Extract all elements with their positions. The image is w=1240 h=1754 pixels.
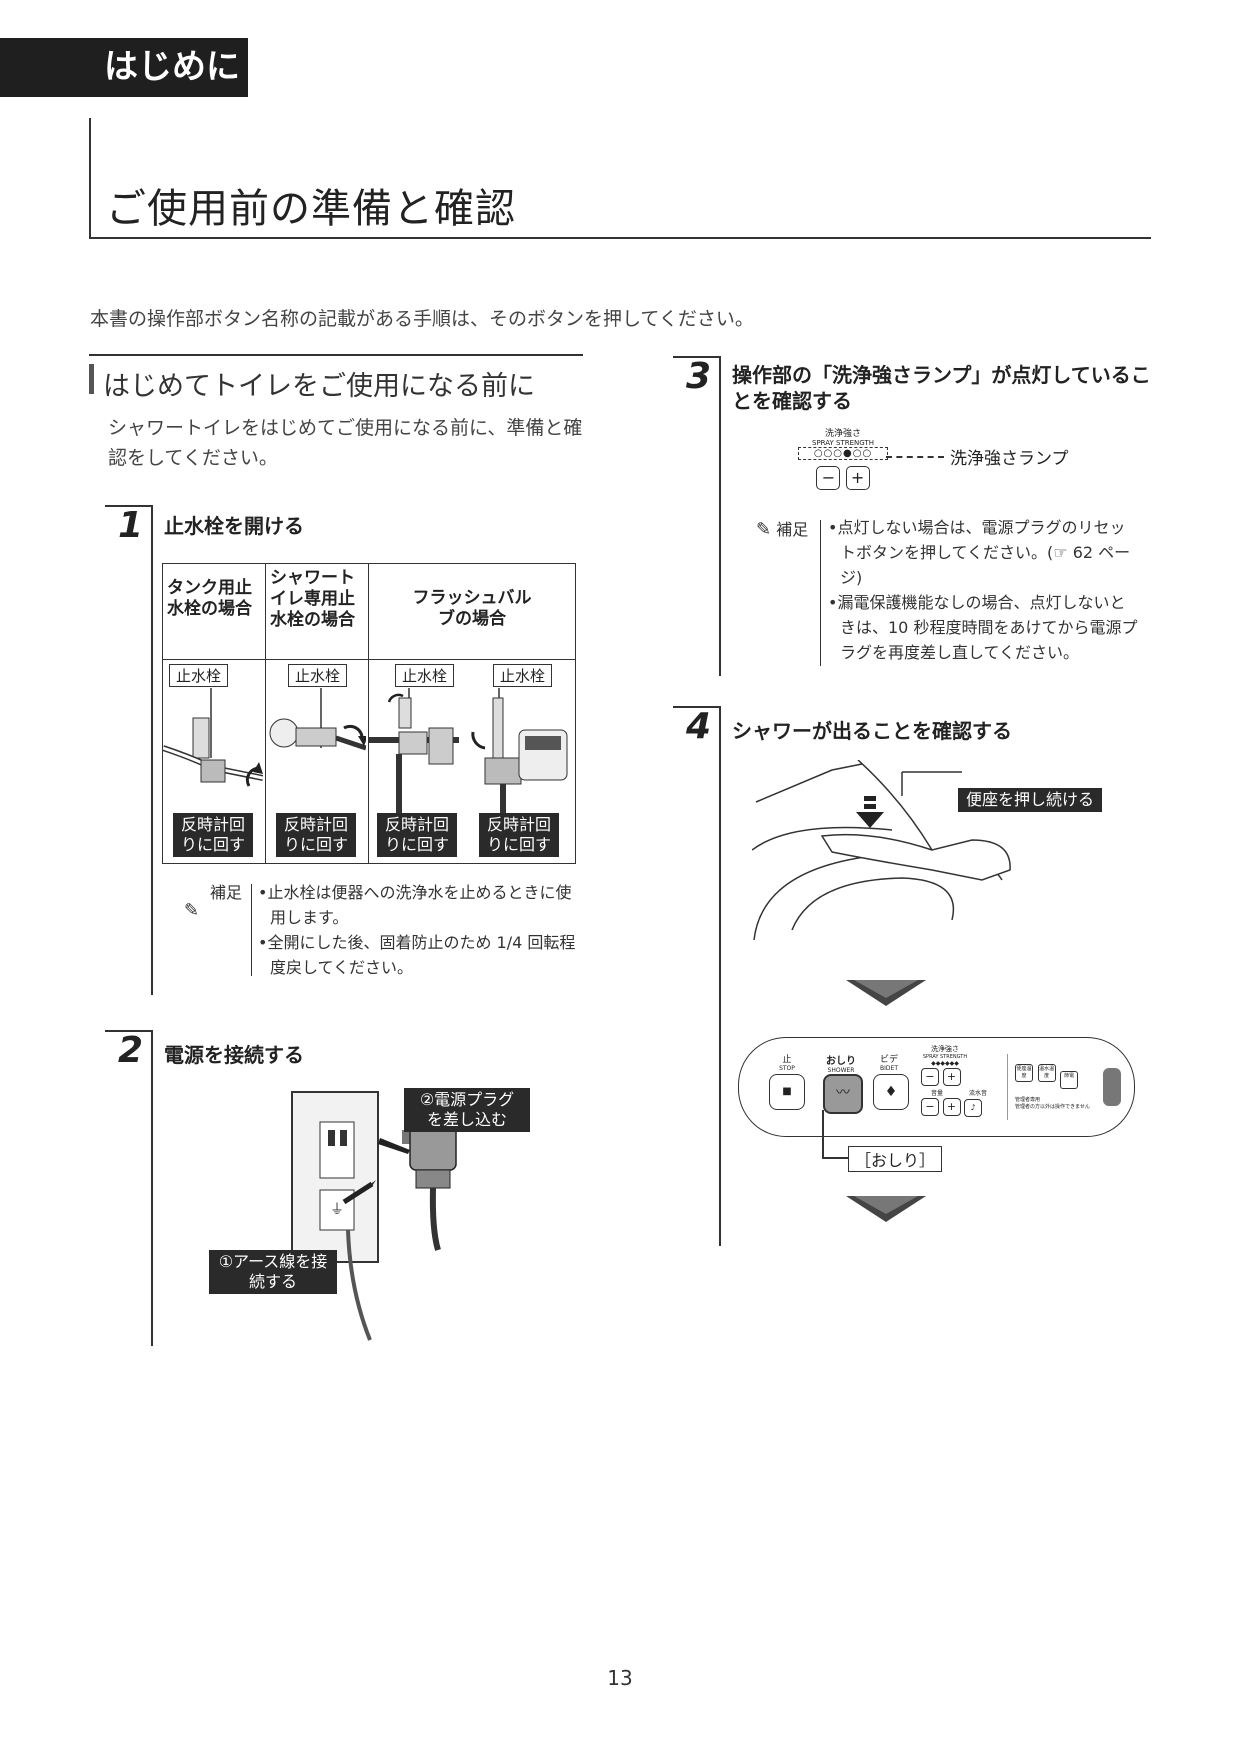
step3-note-2: •漏電保護機能なしの場合、点灯しないときは、10 秒程度時間をあけてから電源プラ… [828,593,1138,662]
settings-buttons: 便座温度 温水温度 節電 [1015,1064,1079,1089]
title-vertical-rule [89,118,91,238]
svg-text:⏚: ⏚ [330,1202,344,1218]
minus-button[interactable]: − [816,466,841,490]
step1-notes: •止水栓は便器への洗浄水を止めるときに使用します。 •全開にした後、固着防止のた… [258,880,578,980]
maintenance-label: 管理者専用 管理者の方以外は操作できません [1015,1097,1090,1110]
step3-number: 3 [686,356,712,397]
valve-header-flush: フラッシュバルブの場合 [412,588,532,629]
right-column-rule [719,356,721,676]
strength-stepper[interactable]: − + [921,1068,961,1086]
right-column-rule-2 [719,706,721,1246]
turn-label-2: 反時計回りに回す [276,813,356,857]
section-description: シャワートイレをはじめてご使用になる前に、準備と確認をしてください。 [108,417,583,469]
power-save-button[interactable]: 節電 [1060,1071,1079,1089]
valve-header-shower: シャワートイレ専用止水栓の場合 [270,568,355,630]
section-title-rule [89,354,583,356]
stop-button[interactable]: ■ [769,1074,805,1110]
toilet-seat-illustration [752,760,1011,940]
volume-stepper[interactable]: − + ♪ [921,1098,982,1117]
step2-rule-h [105,1030,152,1032]
turn-label-3: 反時計回りに回す [377,813,457,857]
step1-rule-h [105,505,152,507]
shower-leader-v [822,1110,824,1158]
turn-label-4: 反時計回りに回す [479,813,559,857]
step3-note-rule [820,520,821,666]
step4-number: 4 [686,706,712,747]
step2-rule-v [151,1030,153,1346]
pencil-icon: ✎ [184,900,200,921]
pencil-icon: ✎ [756,519,772,540]
step3-note-1: •点灯しない場合は、電源プラグのリセットボタンを押してください。(☞ 62 ペー… [828,518,1131,587]
bidet-button[interactable]: ♦ [873,1074,909,1110]
step3-rule-h [673,356,721,358]
panel-label-en: SPRAY STRENGTH [812,439,874,447]
outlet-illustration: ⏚ [291,1091,457,1341]
remote-sensor [1103,1068,1121,1106]
shower-button-callout: ［おしり］ [848,1146,943,1172]
press-seat-label: 便座を押し続ける [958,788,1103,812]
step3-title: 操作部の「洗浄強さランプ」が点灯していることを確認する [732,363,1151,413]
shower-label: おしり SHOWER [826,1056,856,1074]
down-arrow-icon [846,980,926,1006]
valve-header-tank: タンク用止水栓の場合 [167,578,252,619]
valve-label: 止水栓 [395,664,455,687]
valve-label: 止水栓 [169,664,229,687]
step1-note-2: •全開にした後、固着防止のため 1/4 回転程度戻してください。 [258,933,576,977]
title-underline [89,237,1151,239]
strength-lamps: ○○○●○○ [798,447,888,460]
intro-text: 本書の操作部ボタン名称の記載がある手順は、そのボタンを押してください。 [90,308,754,330]
volume-label: 音量 [931,1090,944,1097]
step2-number: 2 [118,1030,144,1071]
step4-title: シャワーが出ることを確認する [732,719,1012,743]
shower-button[interactable]: 〰 [823,1074,863,1114]
shower-valve-illustration [269,688,366,751]
step1-rule-v [151,505,153,995]
step4-rule-h [673,706,721,708]
chapter-tab: はじめに [0,38,248,97]
step3-note-label: ✎ 補足 [756,517,808,542]
tank-valve-illustration [163,688,263,787]
strength-label: 洗浄強さ SPRAY STRENGTH ◆◆◆◆◆◆ [922,1045,968,1067]
step2-title: 電源を接続する [164,1043,304,1067]
step1-title: 止水栓を開ける [164,514,304,538]
stop-label: 止 STOP [779,1055,795,1072]
remote-control: 止 STOP ■ おしり SHOWER 〰 ビデ BIDET ♦ 洗浄強さ SP… [738,1037,1135,1137]
step1-note-rule [251,884,252,976]
seat-temp-button[interactable]: 便座温度 [1015,1064,1033,1082]
flush-valve-illustration [369,688,568,818]
earth-instruction: ①アース線を接続する [209,1250,337,1294]
plug-instruction: ②電源プラグを差し込む [404,1088,530,1132]
plus-button[interactable]: + [845,466,870,490]
section-title: はじめてトイレをご使用になる前に [103,371,535,402]
remote-divider [1007,1054,1008,1120]
spray-strength-panel: 洗浄強さ SPRAY STRENGTH ○○○●○○ − + [798,426,888,490]
note-label: 補足 [210,883,243,902]
shower-leader-h [822,1157,848,1159]
step3-notes: •点灯しない場合は、電源プラグのリセットボタンを押してください。(☞ 62 ペー… [828,515,1138,665]
turn-label-1: 反時計回りに回す [173,813,253,857]
valve-table: タンク用止水栓の場合 シャワートイレ専用止水栓の場合 フラッシュバルブの場合 止… [162,563,576,864]
page-title: ご使用前の準備と確認 [106,186,516,232]
drain-sound-label: 流水音 [969,1090,988,1097]
valve-label: 止水栓 [288,664,348,687]
step1-note-label: ✎ 補足 [184,880,243,921]
step1-note-1: •止水栓は便器への洗浄水を止めるときに使用します。 [258,883,572,927]
bidet-label: ビデ BIDET [879,1055,898,1072]
section-title-bar [89,364,94,394]
lamp-leader [886,456,944,458]
valve-label: 止水栓 [493,664,553,687]
page-number: 13 [607,1666,633,1690]
lamp-label: 洗浄強さランプ [950,449,1069,469]
down-arrow-icon [846,1196,926,1222]
step1-number: 1 [118,505,144,546]
note-label: 補足 [776,520,809,539]
panel-label-jp: 洗浄強さ [824,429,861,439]
water-temp-button[interactable]: 温水温度 [1037,1064,1056,1082]
